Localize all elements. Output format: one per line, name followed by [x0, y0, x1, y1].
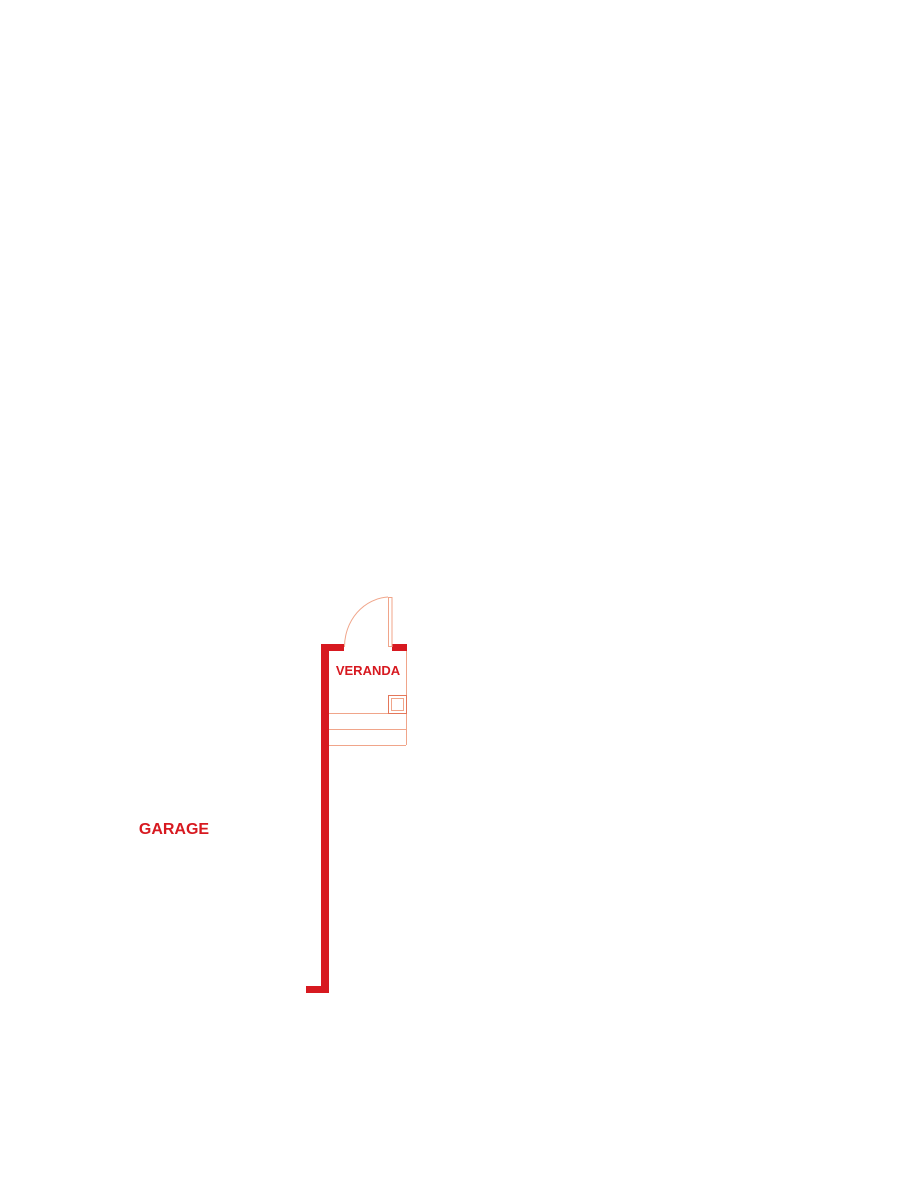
veranda-fixtures — [329, 596, 407, 746]
veranda-label: VERANDA — [336, 663, 401, 678]
door-swing-arc — [343, 596, 389, 648]
garage-label: GARAGE — [139, 821, 210, 838]
walls — [306, 644, 407, 993]
door-leaf[interactable] — [388, 597, 393, 647]
veranda-top-wall-right — [392, 644, 407, 651]
garage-veranda-wall — [321, 644, 329, 993]
garage-wall-foot — [306, 986, 329, 993]
post-inner — [391, 698, 404, 711]
post-outer — [388, 695, 407, 714]
veranda-top-wall-left — [321, 644, 344, 651]
